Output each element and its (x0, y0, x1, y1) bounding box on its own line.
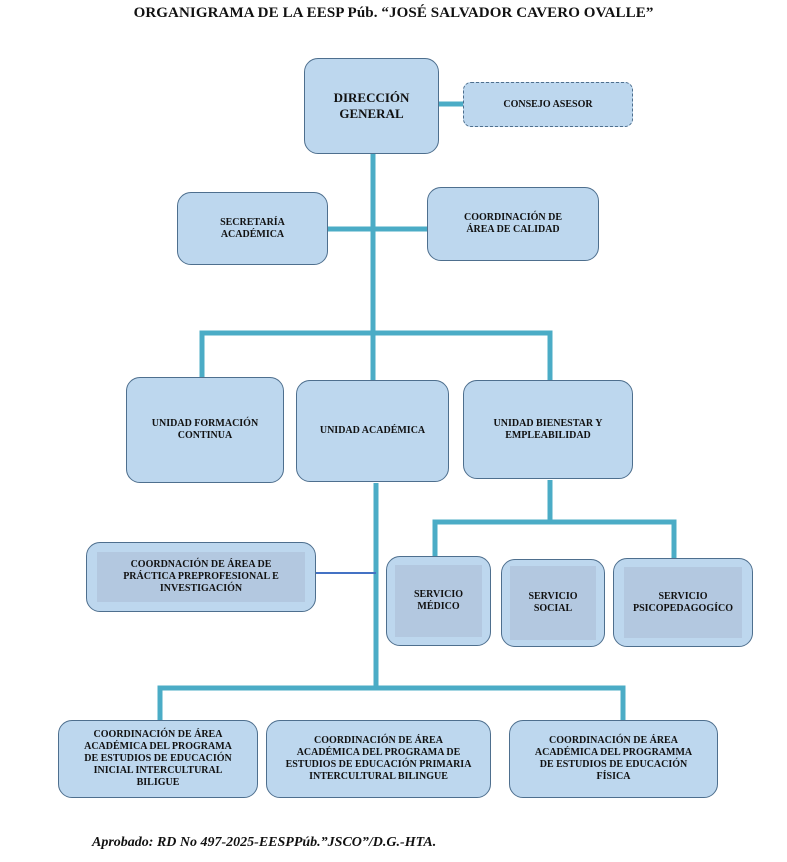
node-programa-fisica[interactable]: COORDINACIÓN DE ÁREA ACADÉMICA DEL PROGR… (509, 720, 718, 798)
node-label: COORDINACIÓN DE ÁREA ACADÉMICA DEL PROGR… (84, 729, 232, 788)
node-servicio-psicopedagogico[interactable]: SERVICIO PSICOPEDAGOGÍCO (613, 558, 753, 647)
connector-programas (157, 685, 626, 722)
node-servicio-social[interactable]: SERVICIO SOCIAL (501, 559, 605, 647)
node-label: COORDNACIÓN DE ÁREA DE PRÁCTICA PREPROFE… (123, 559, 279, 594)
node-label: UNIDAD ACADÉMICA (319, 425, 426, 436)
node-unidad-academica[interactable]: UNIDAD ACADÉMICA (296, 380, 449, 482)
node-label: COORDINACIÓN DE ÁREA DE CALIDAD (463, 212, 563, 235)
node-label: UNIDAD FORMACIÓN CONTINUA (151, 418, 259, 441)
connector-servicios (432, 519, 677, 560)
node-label: SECRETARÍA ACADÉMICA (220, 216, 285, 240)
node-label: COORDINACIÓN DE ÁREA ACADÉMICA DEL PROGR… (285, 735, 472, 782)
node-programa-inicial[interactable]: COORDINACIÓN DE ÁREA ACADÉMICA DEL PROGR… (58, 720, 258, 798)
node-secretaria-academica[interactable]: SECRETARÍA ACADÉMICA (177, 192, 328, 265)
node-unidad-formacion-continua[interactable]: UNIDAD FORMACIÓN CONTINUA (126, 377, 284, 483)
approval-note: Aprobado: RD No 497-2025-EESPPúb.”JSCO”/… (92, 835, 437, 850)
node-label: SERVICIO SOCIAL (528, 591, 578, 614)
connector-units (199, 330, 553, 382)
node-programa-primaria[interactable]: COORDINACIÓN DE ÁREA ACADÉMICA DEL PROGR… (266, 720, 491, 798)
node-label: CONSEJO ASESOR (503, 98, 593, 110)
chart-title: ORGANIGRAMA DE LA EESP Púb. “JOSÉ SALVAD… (133, 5, 654, 21)
node-servicio-medico[interactable]: SERVICIO MÉDICO (386, 556, 491, 646)
node-label: COORDINACIÓN DE ÁREA ACADÉMICA DEL PROGR… (534, 735, 693, 782)
node-label: DIRECCIÓN GENERAL (333, 90, 410, 121)
node-label: SERVICIO MÉDICO (413, 589, 464, 612)
node-direccion-general[interactable]: DIRECCIÓN GENERAL (304, 58, 439, 154)
node-label: UNIDAD BIENESTAR Y EMPLEABILIDAD (493, 417, 603, 441)
node-coordinacion-calidad[interactable]: COORDINACIÓN DE ÁREA DE CALIDAD (427, 187, 599, 261)
node-label: SERVICIO PSICOPEDAGOGÍCO (632, 590, 733, 614)
node-consejo-asesor[interactable]: CONSEJO ASESOR (463, 82, 633, 127)
node-coordinacion-practica[interactable]: COORDNACIÓN DE ÁREA DE PRÁCTICA PREPROFE… (86, 542, 316, 612)
node-unidad-bienestar[interactable]: UNIDAD BIENESTAR Y EMPLEABILIDAD (463, 380, 633, 479)
